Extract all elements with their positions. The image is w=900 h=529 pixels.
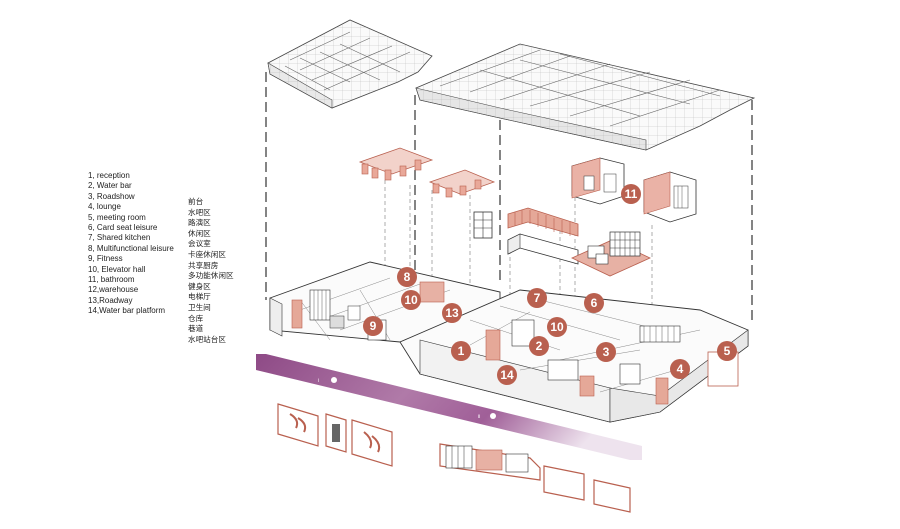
- badges: 8 10 13 9 7 6 10 1 2 3 14 4 5 11: [363, 184, 737, 385]
- legend-cn-item: 路演区: [188, 218, 211, 228]
- bathroom-module-right: [643, 171, 697, 223]
- exploded-room-module: [571, 231, 651, 277]
- badge-10-left: 10: [401, 290, 421, 310]
- legend-cn-item: 电梯厅: [188, 292, 211, 302]
- svg-text:7: 7: [534, 291, 541, 305]
- legend-cn-item: 水吧区: [188, 207, 211, 217]
- water-bar-counter: [507, 233, 579, 265]
- badge-9: 9: [363, 316, 383, 336]
- floor-left-block: [269, 261, 501, 343]
- svg-text:2: 2: [536, 339, 543, 353]
- svg-text:14: 14: [500, 368, 514, 382]
- badge-6: 6: [584, 293, 604, 313]
- badge-10-right: 10: [547, 317, 567, 337]
- badge-5: 5: [717, 341, 737, 361]
- svg-text:5: 5: [724, 344, 731, 358]
- badge-7: 7: [527, 288, 547, 308]
- legend-en-item: 12,warehouse: [88, 285, 139, 295]
- legend-cn-item: 卡座休闲区: [188, 249, 226, 259]
- legend-cn-item: 共享厨房: [188, 260, 219, 270]
- roadway-band: Ⅰ Ⅱ: [256, 354, 642, 460]
- ceiling-plan-left: [267, 19, 433, 109]
- ceiling-lights-left: [358, 147, 434, 181]
- legend-en-item: 6, Card seat leisure: [88, 223, 158, 233]
- svg-text:13: 13: [445, 306, 459, 320]
- legend-en-item: 14,Water bar platform: [88, 306, 166, 316]
- dashed-projection-line: [265, 72, 753, 322]
- svg-text:1: 1: [458, 344, 465, 358]
- wall-panels-right: [439, 443, 631, 513]
- legend-cn-item: 仓库: [188, 313, 204, 323]
- badge-1: 1: [451, 341, 471, 361]
- legend-cn-item: 卫生间: [188, 302, 211, 312]
- badge-3: 3: [596, 342, 616, 362]
- badge-4: 4: [670, 359, 690, 379]
- badge-8: 8: [397, 267, 417, 287]
- svg-text:3: 3: [603, 345, 610, 359]
- legend-en-item: 1, reception: [88, 171, 130, 180]
- legend-en-item: 7, Shared kitchen: [88, 233, 151, 243]
- svg-text:6: 6: [591, 296, 598, 310]
- svg-text:11: 11: [625, 187, 638, 201]
- legend-en-item: 13,Roadway: [88, 295, 133, 305]
- legend-cn-item: 前台: [188, 197, 204, 206]
- svg-text:8: 8: [404, 270, 411, 284]
- legend-en-item: 8, Multifunctional leisure: [88, 243, 174, 253]
- ceiling-lights-middle: [428, 169, 496, 198]
- legend-cn-item: 水吧站台区: [188, 334, 226, 344]
- badge-2: 2: [529, 336, 549, 356]
- legend-en-item: 2, Water bar: [88, 181, 132, 191]
- badge-13: 13: [442, 303, 462, 323]
- legend-en-item: 4, lounge: [88, 202, 121, 212]
- svg-text:9: 9: [370, 319, 377, 333]
- badge-14: 14: [497, 365, 517, 385]
- legend-en-item: 5, meeting room: [88, 212, 146, 222]
- legend-en-item: 3, Roadshow: [88, 191, 135, 201]
- slatted-panel: [507, 207, 579, 237]
- legend-cn-item: 巷道: [188, 324, 204, 334]
- legend-en-item: 11, bathroom: [88, 275, 135, 285]
- svg-text:10: 10: [404, 293, 418, 307]
- legend-chinese: 前台水吧区路演区休闲区会议室卡座休闲区共享厨房多功能休闲区健身区电梯厅卫生间仓库…: [188, 197, 234, 345]
- band-label-left: Ⅰ: [318, 378, 319, 384]
- bathroom-module-left: [571, 157, 625, 205]
- legend-cn-item: 多功能休闲区: [188, 271, 234, 281]
- band-label-right: Ⅱ: [478, 414, 480, 420]
- wall-panels-left: [277, 403, 393, 467]
- legend-en-item: 10, Elevator hall: [88, 264, 146, 274]
- svg-text:4: 4: [677, 362, 684, 376]
- shelf-unit: [473, 211, 493, 239]
- legend-en-item: 9, Fitness: [88, 254, 123, 264]
- legend-cn-item: 休闲区: [188, 228, 211, 238]
- legend-cn-item: 健身区: [188, 281, 211, 291]
- ceiling-plan-right: [415, 43, 756, 151]
- floor-right-block: [399, 289, 749, 423]
- badge-11: 11: [621, 184, 641, 204]
- legend-cn-item: 会议室: [188, 239, 211, 249]
- svg-text:10: 10: [550, 320, 564, 334]
